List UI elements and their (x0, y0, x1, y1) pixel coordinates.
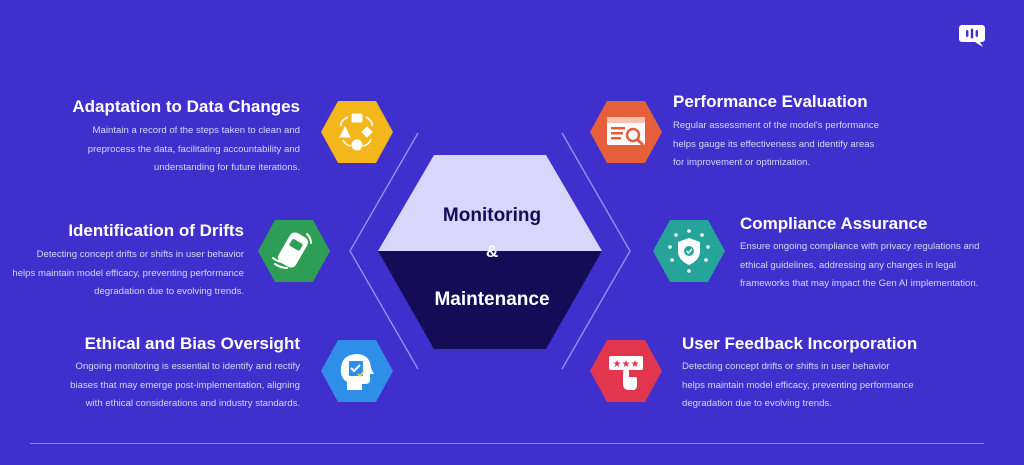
item-title-compliance: Compliance Assurance (740, 214, 928, 233)
head-checklist-icon (340, 354, 374, 390)
center-title-line1: Monitoring (442, 205, 542, 226)
hex-icon-ethical (320, 338, 394, 404)
hex-icon-adaptation (320, 99, 394, 165)
item-desc-feedback: Detecting concept drifts or shifts in us… (682, 361, 914, 409)
chat-bubble-icon (959, 25, 985, 47)
hex-icon-compliance (652, 218, 726, 284)
item-desc-drifts: Detecting concept drifts or shifts in us… (12, 249, 244, 297)
center-hexagon-bottom (378, 251, 602, 349)
item-title-drifts: Identification of Drifts (68, 221, 244, 240)
drifting-car-icon (272, 232, 312, 269)
hex-icon-feedback: ★★★ (589, 338, 663, 404)
right-bracket-line (561, 132, 631, 370)
svg-text:★★★: ★★★ (613, 359, 640, 370)
hex-icon-drifts (257, 218, 331, 284)
item-desc-performance: Regular assessment of the model's perfor… (673, 120, 880, 168)
item-desc-compliance: Ensure ongoing compliance with privacy r… (740, 241, 980, 289)
center-hexagon-top (378, 155, 602, 251)
workflow-icon (339, 113, 373, 151)
item-desc-ethical: Ongoing monitoring is essential to ident… (70, 361, 300, 409)
left-bracket-line (349, 132, 419, 370)
item-title-performance: Performance Evaluation (673, 92, 868, 111)
item-title-ethical: Ethical and Bias Oversight (84, 334, 300, 353)
rating-hand-icon: ★★★ (609, 356, 643, 390)
report-magnifier-icon (607, 117, 645, 147)
hex-icon-performance (589, 99, 663, 165)
logo (958, 24, 986, 47)
bottom-divider (30, 443, 984, 444)
item-title-feedback: User Feedback Incorporation (682, 334, 918, 353)
center-title-line3: Maintenance (434, 289, 550, 310)
central-diagram (349, 132, 631, 370)
center-title-ampersand: & (485, 242, 499, 261)
shield-stars-icon (668, 229, 710, 273)
item-title-adaptation: Adaptation to Data Changes (72, 97, 300, 116)
item-desc-adaptation: Maintain a record of the steps taken to … (87, 125, 300, 173)
